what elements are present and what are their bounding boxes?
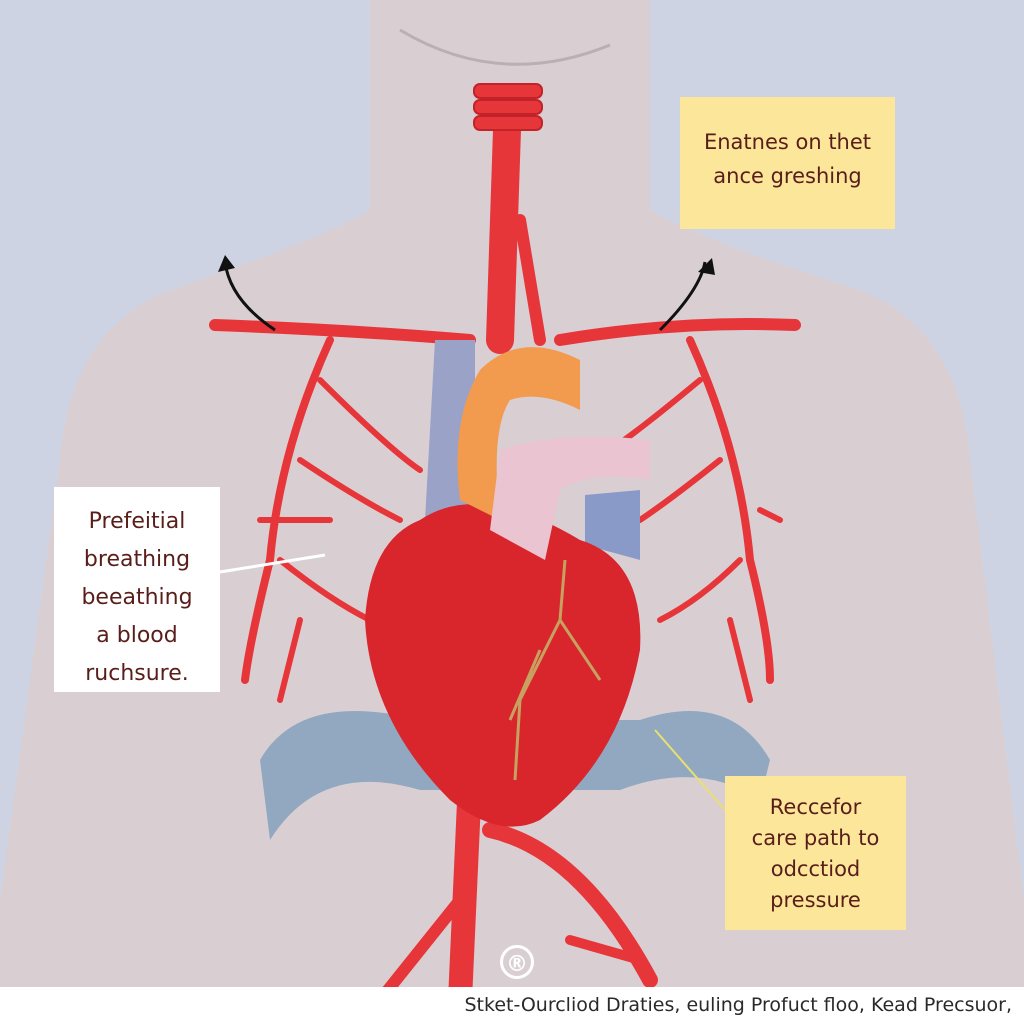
pulmonary-veins xyxy=(585,490,640,560)
annotation-bottom-right: Reccefor care path to odcctiod pressure xyxy=(725,776,906,930)
registered-mark-icon: ® xyxy=(500,945,534,979)
arteries xyxy=(209,86,801,1012)
annotation-top-right: Enatnes on thet ance greshing xyxy=(680,97,895,229)
pointer-right xyxy=(654,729,726,811)
annotation-line: care path to xyxy=(751,826,880,850)
annotation-line: ance greshing xyxy=(713,164,862,188)
heart xyxy=(365,504,641,827)
caption: Stket-Ourcliod Draties, euling Profuct f… xyxy=(0,987,1024,1024)
coronary-vessels xyxy=(508,559,602,781)
annotation-line: Reccefor xyxy=(769,795,862,819)
annotation-line: Prefeitial xyxy=(88,509,186,534)
annotation-line: pressure xyxy=(770,888,861,912)
annotation-left: Prefeitial breathing beeathing a blood r… xyxy=(54,487,220,692)
annotation-line: a blood xyxy=(96,623,178,648)
annotation-line: breathing xyxy=(83,547,191,572)
annotation-line: odcctiod xyxy=(770,857,861,881)
neck-rings xyxy=(473,83,543,131)
annotation-line: Enatnes on thet xyxy=(703,130,872,154)
aorta xyxy=(457,347,580,520)
pointer-left xyxy=(219,553,326,574)
annotation-line: beeathing xyxy=(81,585,193,610)
pulmonary-artery xyxy=(490,436,650,560)
chin xyxy=(399,28,611,66)
annotation-line: ruchsure. xyxy=(85,661,189,686)
